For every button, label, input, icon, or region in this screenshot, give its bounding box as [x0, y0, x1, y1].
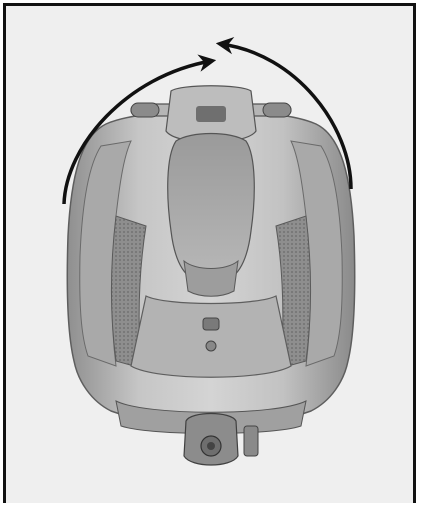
display-panel: [196, 106, 226, 122]
reverse-gate: [244, 426, 258, 456]
nozzle-core: [207, 442, 215, 450]
watercraft-illustration: [6, 6, 413, 503]
left-grip: [131, 103, 159, 117]
figure-frame: [3, 3, 416, 503]
tow-hook: [203, 318, 219, 330]
rear-fill-cap: [206, 341, 216, 351]
seat: [168, 134, 255, 283]
rear-deck: [131, 296, 291, 377]
right-grip: [263, 103, 291, 117]
